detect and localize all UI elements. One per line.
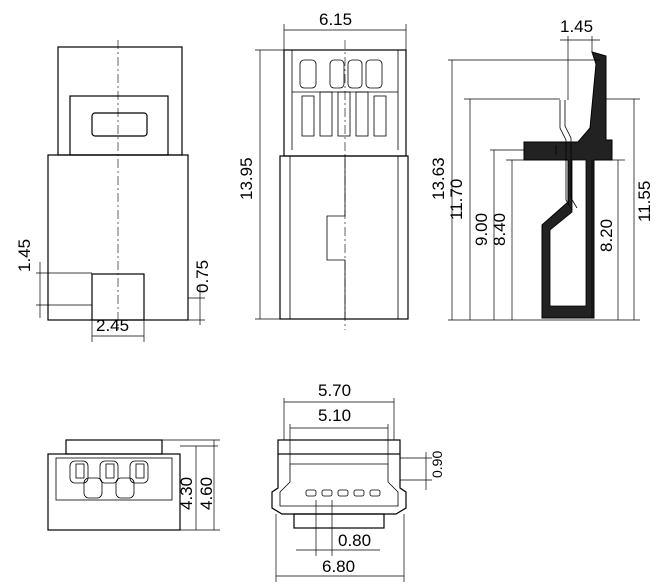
dim-section-right-lower: 8.20 [597,219,616,252]
dim-front-height-small: 1.45 [15,239,34,272]
dim-bottom-left-h1: 4.30 [177,477,196,510]
dim-front-slot-width: 2.45 [96,316,129,335]
dim-end-inner-top: 5.10 [318,406,351,425]
dim-section-h3: 9.00 [472,213,491,246]
dim-front-slot-height: 0.75 [193,260,212,293]
dim-side-height: 13.95 [237,157,256,200]
dim-bottom-left-h2: 4.60 [197,477,216,510]
dim-section-h2: 11.70 [447,179,466,220]
dim-end-pitch: 0.80 [338,531,371,550]
side-view [255,24,409,330]
front-view [36,40,205,342]
bottom-left-view [47,439,220,531]
dim-end-total: 6.80 [322,557,355,576]
section-view [448,36,640,321]
dim-section-right-total: 11.55 [635,181,654,222]
dim-section-total: 13.63 [429,157,448,200]
dim-end-side-small: 0.90 [429,451,445,478]
dim-end-outer-top: 5.70 [318,381,351,400]
dim-section-h4: 8.40 [490,213,509,246]
dim-side-width: 6.15 [319,10,352,29]
dim-section-top: 1.45 [560,17,593,36]
end-view [271,398,432,582]
